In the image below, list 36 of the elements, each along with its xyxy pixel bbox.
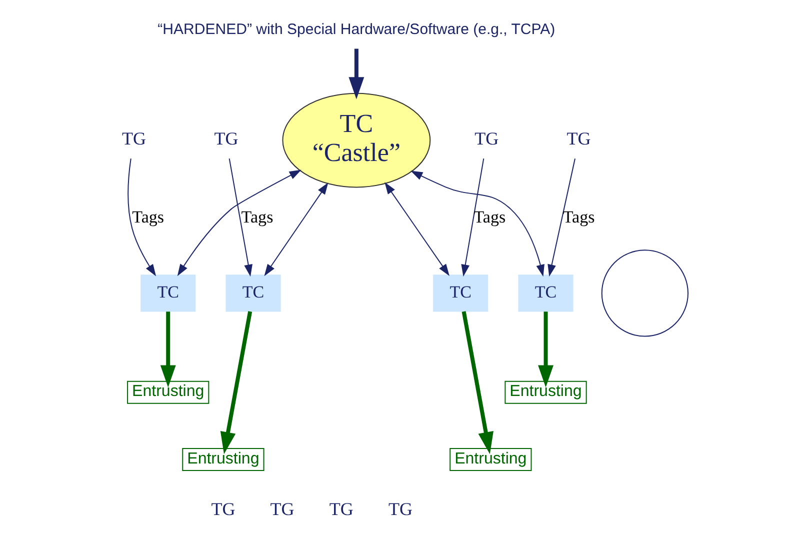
node-text: TG xyxy=(122,128,146,149)
arrow xyxy=(176,170,301,276)
edge-label: Tags xyxy=(473,208,506,227)
node-box: TC xyxy=(432,274,488,312)
arrow xyxy=(160,312,176,388)
arrow xyxy=(348,48,364,100)
label: TG xyxy=(270,498,294,519)
node-box: TC xyxy=(518,274,573,312)
arrow xyxy=(384,182,449,276)
edge-label: Tags xyxy=(562,208,594,227)
label: TG xyxy=(388,498,412,519)
node-text: TG xyxy=(214,128,238,149)
node-ellipse: TC “Castle” xyxy=(282,92,430,188)
arrow xyxy=(410,170,544,277)
node-box: Entrusting xyxy=(182,448,264,471)
node-box: Entrusting xyxy=(504,380,586,404)
arrow xyxy=(264,182,328,276)
arrow xyxy=(547,158,575,277)
edge-label: Tags xyxy=(240,208,273,227)
label: TG xyxy=(328,498,353,519)
node-box: TC xyxy=(140,274,196,312)
node-text: TG xyxy=(566,128,590,149)
arrow xyxy=(460,158,484,277)
arrow xyxy=(228,158,252,277)
node-box: Entrusting xyxy=(126,380,209,404)
node-box: Entrusting xyxy=(449,448,532,471)
node-text: TG xyxy=(474,128,498,149)
arrow xyxy=(127,158,156,276)
arrow xyxy=(220,311,252,454)
arrow xyxy=(538,312,553,388)
node-text: “HARDENED” with Special Hardware/Software (e.g., TCPA) xyxy=(157,20,555,38)
node-box: TC xyxy=(225,274,280,312)
node-circle xyxy=(600,250,688,337)
arrow xyxy=(461,311,493,454)
edge-label: Tags xyxy=(132,208,164,227)
label: TG xyxy=(210,498,235,519)
